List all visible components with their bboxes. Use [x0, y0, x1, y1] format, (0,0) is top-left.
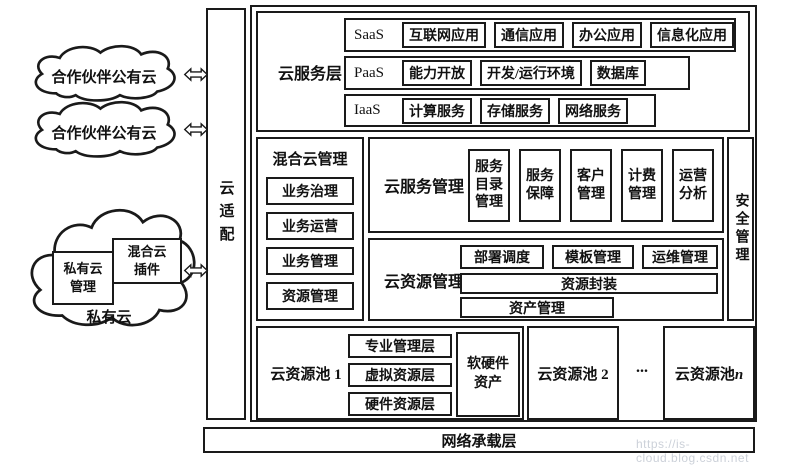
pool-layer-item: 硬件资源层	[348, 392, 452, 416]
watermark-text: https://is-cloud.blog.csdn.net	[636, 437, 749, 465]
resource-pool-n-box: 云资源池n	[663, 326, 755, 420]
cloud-service-layer-label-wrap: 云服务层	[270, 13, 350, 130]
cloud-resource-mgmt-items: 部署调度 模板管理 运维管理 资源封装 资产管理	[460, 245, 718, 318]
service-mgmt-item: 计费管理	[621, 149, 663, 222]
cloud-resource-mgmt-label: 云资源管理	[384, 273, 465, 291]
saas-item: 通信应用	[494, 22, 564, 48]
service-mgmt-item: 运营分析	[672, 149, 714, 222]
saas-item: 信息化应用	[650, 22, 734, 48]
hybrid-mgmt-item: 业务运营	[266, 212, 354, 240]
hybrid-cloud-mgmt-box: 混合云管理 业务治理 业务运营 业务管理 资源管理	[256, 137, 364, 321]
resource-pool-1-label-wrap: 云资源池 1	[266, 328, 346, 418]
hybrid-cloud-mgmt-label: 混合云管理	[272, 152, 348, 168]
resource-pool-2-box: 云资源池 2	[527, 326, 619, 420]
security-mgmt-bar: 安全管理	[727, 137, 754, 321]
iaas-tier-label: IaaS	[354, 102, 381, 118]
asset-mgmt-box: 资产管理	[460, 297, 614, 318]
cloud-resource-mgmt-label-wrap: 云资源管理	[384, 240, 464, 319]
pool-layer-item: 专业管理层	[348, 334, 452, 358]
service-mgmt-item: 客户管理	[570, 149, 612, 222]
pools-ellipsis: ...	[636, 359, 648, 376]
cloud-service-mgmt-box: 云服务管理 服务目录管理 服务保障 客户管理 计费管理 运营分析	[368, 137, 724, 233]
iaas-row: IaaS 计算服务 存储服务 网络服务	[344, 94, 656, 127]
resource-pool-n-label: 云资源池n	[675, 363, 743, 384]
partner-cloud-2-label: 合作伙伴公有云	[51, 126, 157, 142]
resource-pool-1-label: 云资源池 1	[270, 366, 342, 383]
paas-item: 开发/运行环境	[480, 60, 582, 86]
hybrid-mgmt-item: 资源管理	[266, 282, 354, 310]
cloud-resource-mgmt-box: 云资源管理 部署调度 模板管理 运维管理 资源封装 资产管理	[368, 238, 724, 321]
paas-item: 能力开放	[402, 60, 472, 86]
partner-cloud-1-shape	[34, 44, 176, 102]
paas-item: 数据库	[589, 60, 646, 86]
security-mgmt-label: 安全管理	[733, 193, 749, 265]
resource-pool-1-box: 云资源池 1 专业管理层 虚拟资源层 硬件资源层 软硬件资产	[256, 326, 524, 420]
hybrid-cloud-mgmt-items: 业务治理 业务运营 业务管理 资源管理	[266, 177, 354, 310]
cloud-service-mgmt-label-wrap: 云服务管理	[384, 139, 464, 231]
service-mgmt-item: 服务目录管理	[468, 149, 510, 222]
cloud-service-layer-label: 云服务层	[277, 65, 342, 83]
partner-cloud-2-shape	[34, 100, 176, 158]
private-cloud-management-box: 私有云管理	[52, 251, 114, 305]
private-cloud-label: 私有云	[86, 310, 132, 326]
resource-encapsulation-box: 资源封装	[460, 273, 718, 294]
resource-pool-2-label: 云资源池 2	[537, 366, 609, 383]
double-arrow-icon	[183, 263, 209, 278]
resource-mgmt-item: 模板管理	[552, 245, 634, 269]
cloud-service-layer-box: 云服务层 SaaS 互联网应用 通信应用 办公应用 信息化应用 PaaS 能力开…	[256, 11, 750, 132]
cloud-service-mgmt-items: 服务目录管理 服务保障 客户管理 计费管理 运营分析	[468, 149, 714, 222]
saas-item: 办公应用	[572, 22, 642, 48]
network-bearer-layer-label: 网络承载层	[441, 433, 517, 450]
paas-tier-label: PaaS	[354, 64, 384, 81]
software-hardware-assets-box: 软硬件资产	[456, 332, 520, 417]
resource-pool-n-suffix: n	[734, 366, 744, 383]
iaas-item: 存储服务	[480, 97, 550, 124]
hybrid-mgmt-item: 业务治理	[266, 177, 354, 205]
resource-mgmt-top-row: 部署调度 模板管理 运维管理	[460, 245, 718, 269]
iaas-item: 网络服务	[558, 97, 628, 124]
main-architecture-container: 云服务层 SaaS 互联网应用 通信应用 办公应用 信息化应用 PaaS 能力开…	[250, 5, 757, 422]
resource-pool-n-prefix: 云资源池	[674, 366, 735, 383]
service-mgmt-item: 服务保障	[519, 149, 561, 222]
partner-cloud-1-label: 合作伙伴公有云	[51, 70, 157, 86]
private-cloud-management-label: 私有云管理	[63, 261, 103, 294]
cloud-service-mgmt-label: 云服务管理	[384, 179, 465, 196]
resource-pool-1-layers: 专业管理层 虚拟资源层 硬件资源层	[348, 334, 452, 416]
cloud-adapter-bar: 云适配	[206, 8, 246, 420]
resource-mgmt-item: 部署调度	[460, 245, 544, 269]
cloud-adapter-label: 云适配	[217, 179, 234, 249]
hybrid-mgmt-item: 业务管理	[266, 247, 354, 275]
resource-mgmt-item: 运维管理	[642, 245, 718, 269]
saas-row: SaaS 互联网应用 通信应用 办公应用 信息化应用	[344, 18, 736, 52]
pool-layer-item: 虚拟资源层	[348, 363, 452, 387]
network-bearer-layer-bar: 网络承载层	[203, 427, 755, 453]
saas-tier-label: SaaS	[354, 26, 384, 43]
iaas-item: 计算服务	[402, 97, 472, 124]
saas-item: 互联网应用	[402, 22, 486, 48]
hybrid-cloud-plugin-box: 混合云插件	[112, 238, 182, 284]
paas-row: PaaS 能力开放 开发/运行环境 数据库	[344, 56, 690, 90]
hybrid-cloud-plugin-label: 混合云插件	[127, 244, 167, 277]
